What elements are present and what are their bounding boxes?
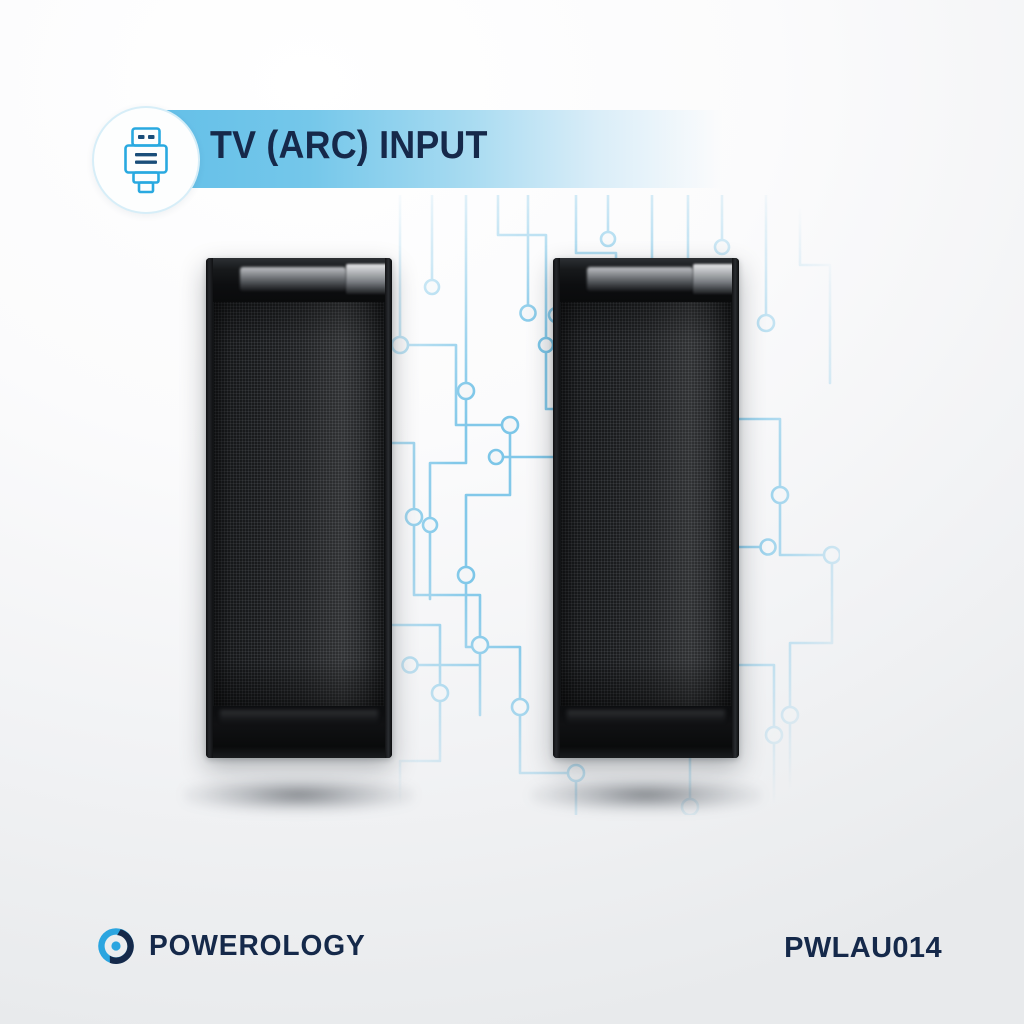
left-speaker-bottom-bezel <box>206 706 392 758</box>
left-speaker-grille <box>214 302 384 708</box>
right-speaker-bottom-gloss <box>567 710 725 724</box>
left-speaker-grille-shading <box>214 302 384 708</box>
powerology-logo-icon <box>98 928 134 964</box>
feature-banner-title: TV (ARC) INPUT <box>210 124 488 167</box>
left-speaker-left-edge <box>206 258 213 758</box>
left-speaker <box>184 258 414 812</box>
feature-banner-icon-circle <box>92 106 200 214</box>
right-speaker-body <box>553 258 739 758</box>
product-sku: PWLAU014 <box>784 932 942 964</box>
left-speaker-right-edge <box>385 258 392 758</box>
brand-name: POWEROLOGY <box>149 929 366 962</box>
feature-banner: TV (ARC) INPUT <box>92 106 732 214</box>
right-speaker-shadow <box>531 778 761 812</box>
right-speaker-right-edge <box>732 258 739 758</box>
left-speaker-gloss-highlight-2 <box>346 264 390 294</box>
hdmi-connector-icon <box>124 127 168 194</box>
right-speaker-gloss-highlight <box>587 267 693 291</box>
left-speaker-grille-vshading <box>214 302 384 708</box>
left-speaker-shadow <box>184 778 414 812</box>
left-speaker-top-bezel <box>206 258 392 302</box>
right-speaker-grille-vshading <box>561 302 731 708</box>
right-speaker-gloss-highlight-2 <box>693 264 737 294</box>
left-speaker-body <box>206 258 392 758</box>
left-speaker-gloss-highlight <box>240 267 346 291</box>
footer: POWEROLOGY PWLAU014 <box>0 904 1024 1024</box>
right-speaker <box>531 258 761 812</box>
right-speaker-top-bezel <box>553 258 739 302</box>
right-speaker-bottom-bezel <box>553 706 739 758</box>
right-speaker-left-edge <box>553 258 560 758</box>
right-speaker-grille-shading <box>561 302 731 708</box>
right-speaker-grille <box>561 302 731 708</box>
brand-logo: POWEROLOGY <box>96 926 372 966</box>
feature-banner-bar <box>147 110 722 188</box>
left-speaker-bottom-gloss <box>220 710 378 724</box>
